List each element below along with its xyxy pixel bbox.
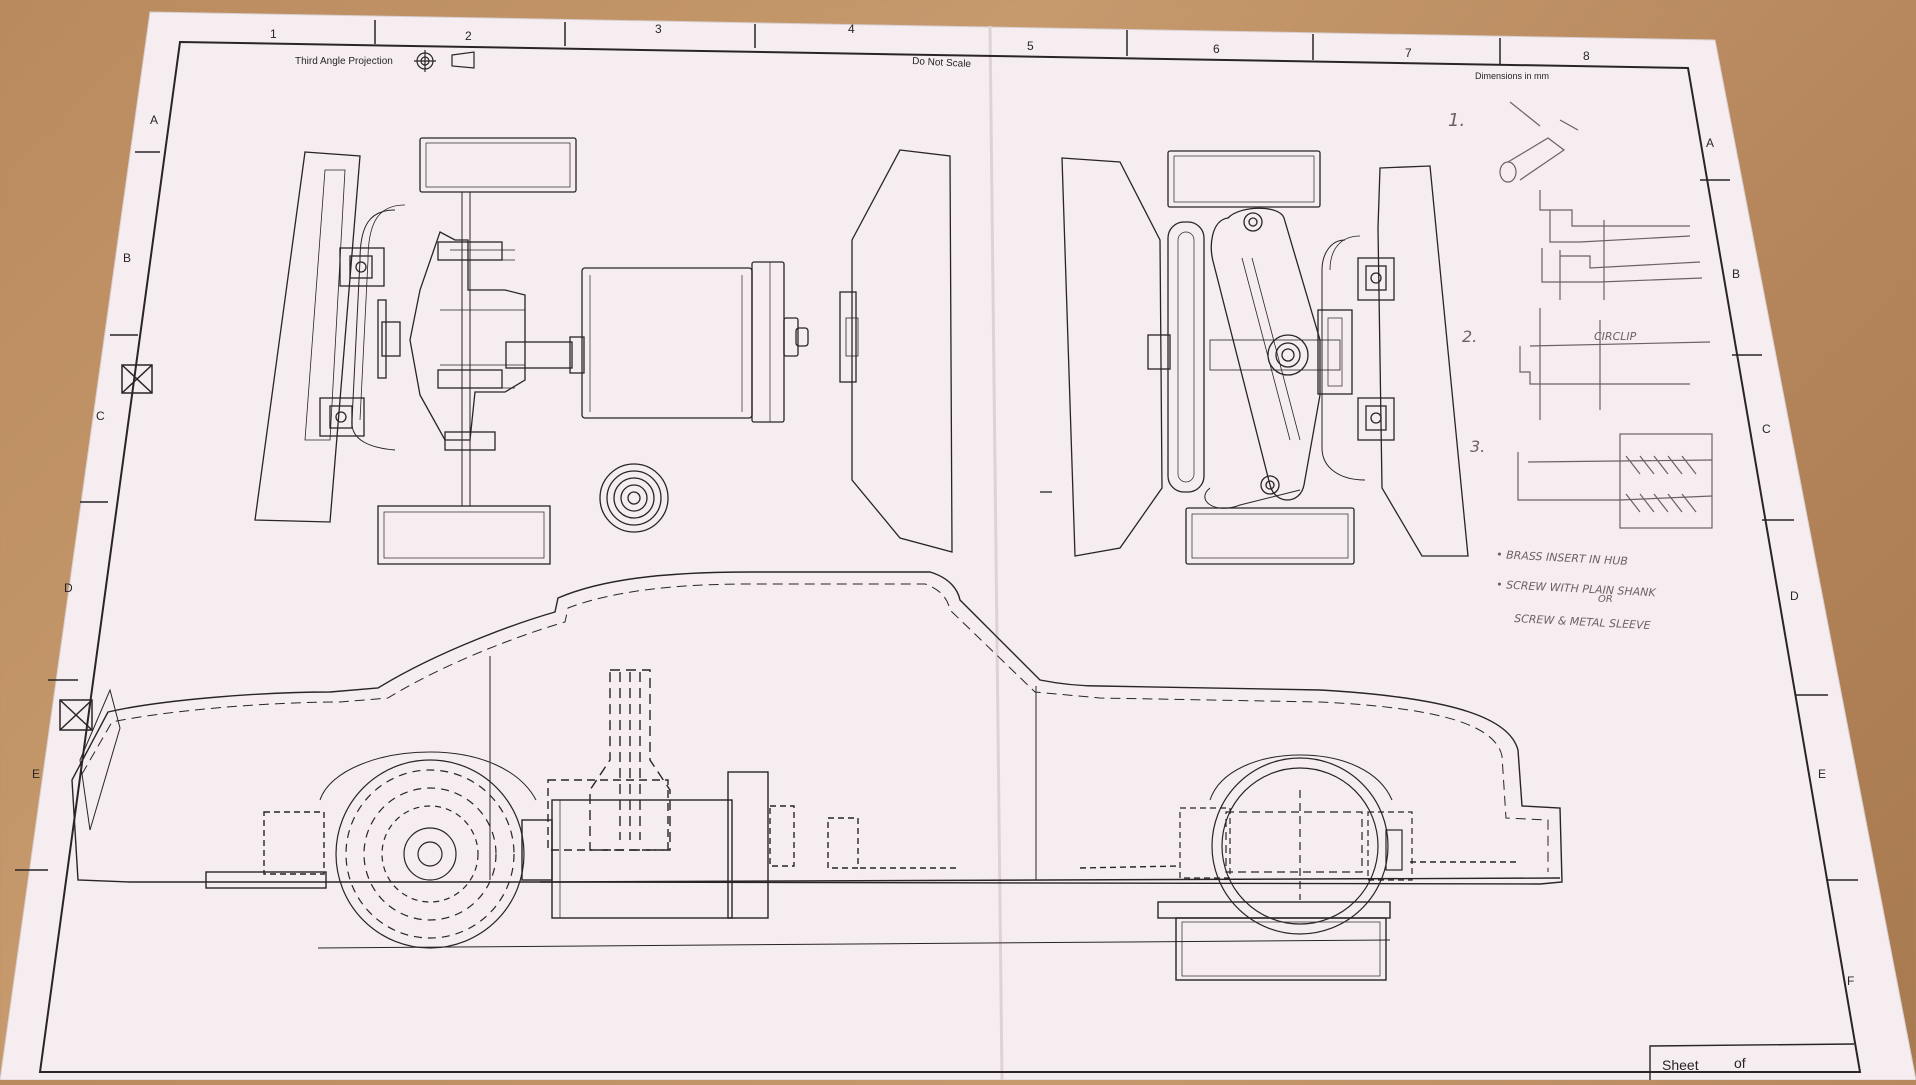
zone-number-1: 1: [270, 27, 277, 41]
title-block-sheet-label: Sheet: [1662, 1057, 1699, 1073]
zone-letter-a-left: A: [150, 113, 158, 127]
note-or: OR: [1598, 594, 1613, 605]
handwritten-sketch-2: [1519, 308, 1711, 420]
left-zone-ticks: [15, 151, 160, 871]
paper-sheet: [0, 11, 1916, 1081]
right-zone-ticks: [1700, 179, 1858, 881]
left-zone-letters: A B C D E: [32, 113, 158, 781]
zone-number-6: 6: [1213, 42, 1220, 56]
top-zone-ticks: [374, 20, 1501, 64]
note-number-2: 2.: [1462, 327, 1477, 346]
dimensions-label: Dimensions in mm: [1475, 71, 1549, 81]
title-block-of-label: of: [1734, 1055, 1746, 1071]
zone-number-8: 8: [1583, 49, 1590, 63]
zone-letter-d-left: D: [64, 581, 73, 595]
zone-number-7: 7: [1405, 46, 1412, 60]
zone-letter-a-right: A: [1706, 136, 1714, 150]
zone-letter-f-right: F: [1847, 974, 1854, 988]
crossed-box-marker: [121, 364, 153, 394]
do-not-scale-label: Do Not Scale: [912, 56, 972, 70]
title-block: [1649, 1043, 1855, 1080]
rear-chassis-top-view: [254, 137, 953, 565]
zone-number-3: 3: [655, 22, 662, 36]
handwritten-sketch-3: [1517, 433, 1713, 529]
page-fold: [988, 25, 1004, 1081]
zone-letter-c-left: C: [96, 409, 105, 423]
zone-number-2: 2: [465, 29, 472, 43]
note-number-1: 1.: [1448, 110, 1465, 131]
zone-letter-b-left: B: [123, 251, 131, 265]
zone-letter-d-right: D: [1790, 589, 1799, 603]
top-zone-numbers: 1 2 3 4 5 6 7 8: [270, 22, 1590, 63]
drawing-frame: [38, 40, 1862, 1073]
front-chassis-top-view: [1040, 150, 1469, 565]
right-zone-letters: A B C D E F: [1706, 136, 1854, 988]
projection-symbol-icon: [414, 50, 475, 72]
crossed-box-marker: [59, 699, 93, 731]
note-number-3: 3.: [1470, 437, 1485, 456]
note-circlip: CIRCLIP: [1594, 330, 1637, 343]
zone-letter-e-right: E: [1818, 767, 1826, 781]
zone-number-5: 5: [1027, 39, 1034, 53]
zone-letter-b-right: B: [1732, 267, 1740, 281]
car-body-side-view: [71, 571, 1563, 981]
zone-letter-c-right: C: [1762, 422, 1771, 436]
zone-letter-e-left: E: [32, 767, 40, 781]
handwritten-sketch-1: [1499, 101, 1703, 300]
zone-number-4: 4: [848, 22, 855, 36]
projection-label: Third Angle Projection: [295, 56, 393, 67]
